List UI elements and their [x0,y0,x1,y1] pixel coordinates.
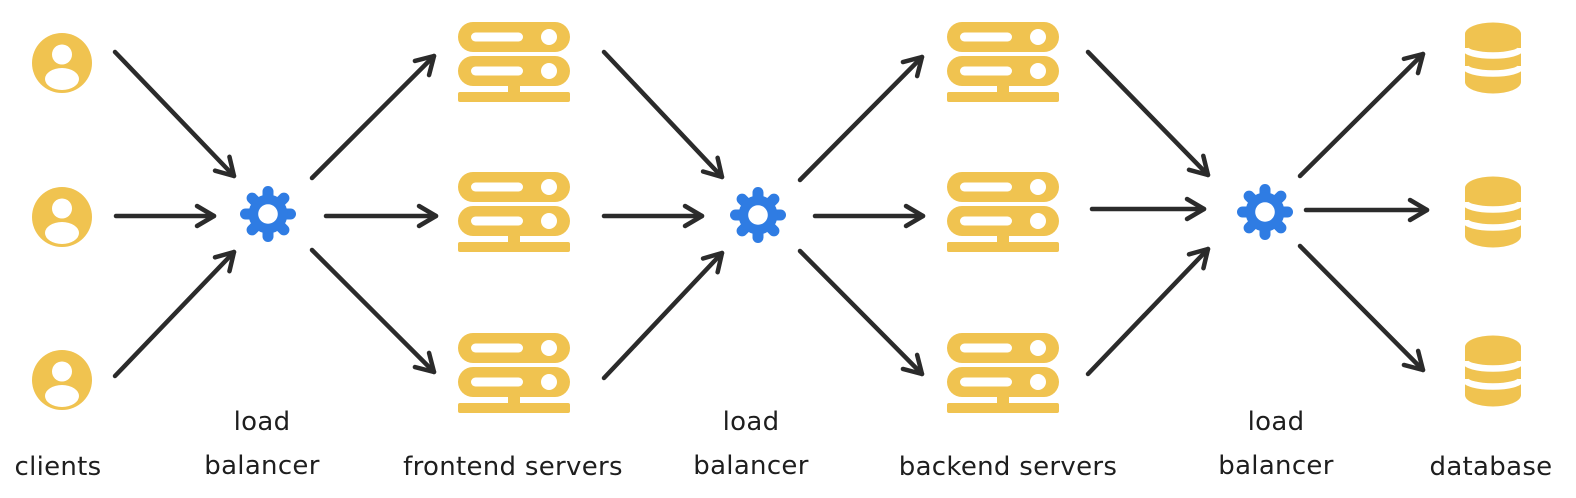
arrow-clients-to-lb1-bottom [112,249,237,379]
arrow-lb2-to-backend-top [797,54,925,183]
arrow-backend-to-lb3-top [1085,49,1211,178]
gear-icon [240,186,296,242]
server-rack-icon [947,22,1059,102]
server-rack-icon [458,22,570,102]
server-rack-icon [458,172,570,252]
server-rack-icon [458,333,570,413]
arrow-frontend-to-lb2-top [601,49,725,180]
database-cylinder-icon [1465,177,1521,248]
node-label-load-balancer-2: load balancer [693,407,809,481]
node-label-frontend-servers: frontend servers [403,452,623,482]
node-label-load-balancer-3: load balancer [1218,407,1334,481]
gear-icon [730,187,786,243]
database-cylinder-icon [1465,336,1521,407]
arrow-lb1-to-frontend-bottom [309,247,437,375]
node-label-load-balancer-1: load balancer [204,407,320,481]
arrow-lb1-to-frontend-top [309,53,437,181]
arrow-lb2-to-backend-bottom [797,248,925,377]
node-label-clients: clients [14,452,102,482]
database-cylinder-icon [1465,23,1521,94]
user-icon [32,33,92,93]
user-icon [32,187,92,247]
server-rack-icon [947,172,1059,252]
node-label-backend-servers: backend servers [898,452,1118,482]
arrow-lb3-to-database-top [1297,51,1426,179]
user-icon [32,350,92,410]
gear-icon [1237,184,1293,240]
arrow-clients-to-lb1-top [112,49,237,179]
arrow-backend-to-lb3-bottom [1085,246,1211,377]
arrow-lb3-to-database-bottom [1297,243,1426,373]
node-label-database: database [1429,452,1553,482]
server-rack-icon [947,333,1059,413]
arrow-frontend-to-lb2-bottom [601,250,725,381]
